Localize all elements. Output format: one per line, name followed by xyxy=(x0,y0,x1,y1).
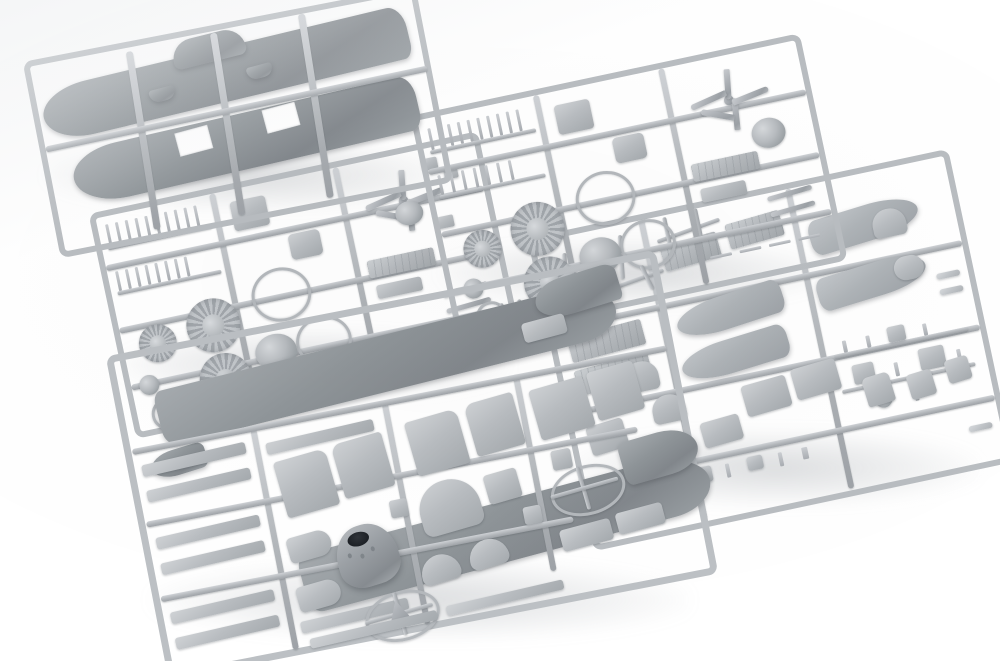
part-connector-2 xyxy=(522,504,544,526)
cowl-intake-hole xyxy=(345,529,371,550)
part-connector-1 xyxy=(388,497,410,519)
